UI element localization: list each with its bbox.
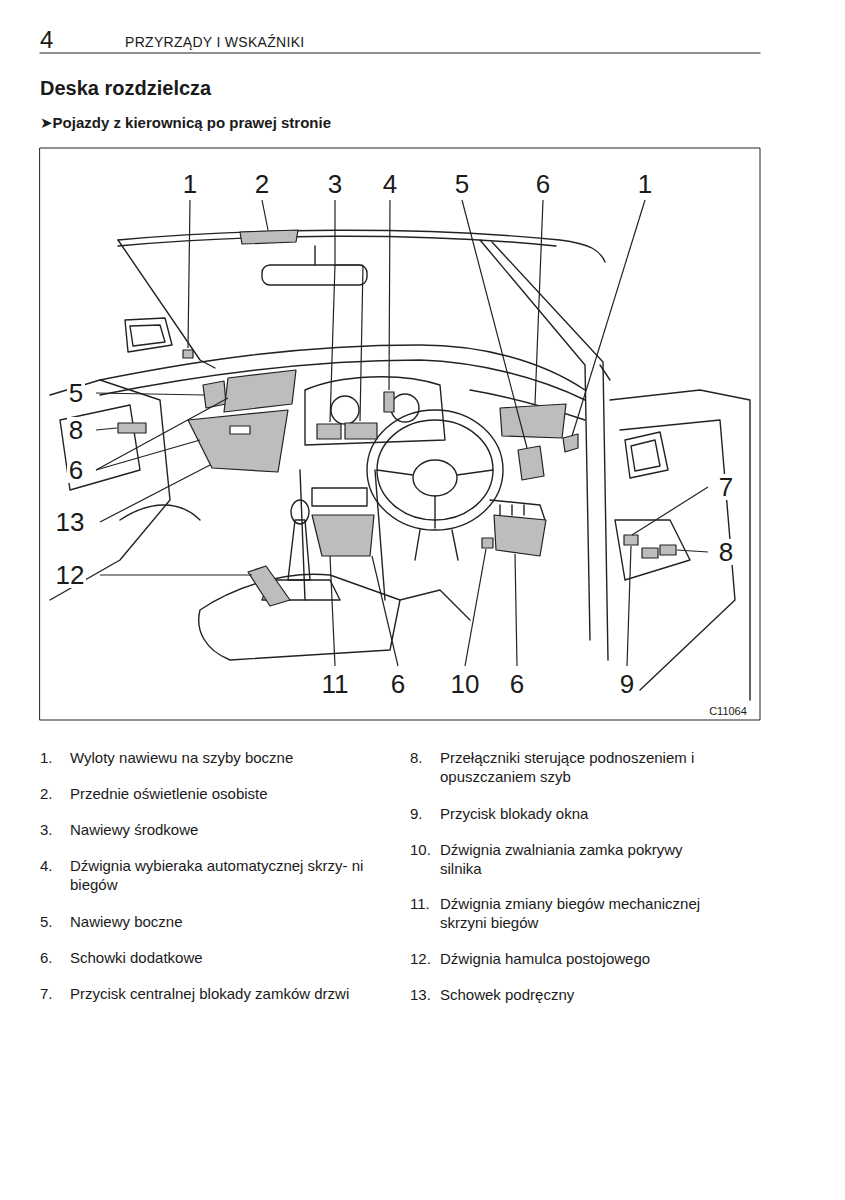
callout-number: 1 [636,171,654,197]
figure-code: C11064 [709,705,747,718]
callout-number: 6 [534,171,552,197]
list-number: 8. [410,749,423,767]
list-number: 10. [410,841,431,859]
callout-number: 2 [253,171,271,197]
callout-number: 5 [453,171,471,197]
callout-number: 10 [449,671,482,697]
callout-number: 6 [67,457,85,483]
list-item: Przełączniki sterujące podnoszeniem i op… [440,749,720,787]
list-number: 5. [40,913,53,931]
list-item: Dźwignia hamulca postojowego [440,950,740,969]
callout-number: 11 [320,671,351,697]
callout-number: 12 [54,562,87,588]
list-number: 1. [40,749,53,767]
list-item: Wyloty nawiewu na szyby boczne [70,749,400,768]
list-item: Przednie oświetlenie osobiste [70,785,400,804]
callout-number: 5 [67,380,85,406]
list-item: Nawiewy boczne [70,913,400,932]
callout-number: 6 [508,671,526,697]
list-number: 12. [410,950,431,968]
list-number: 3. [40,821,53,839]
list-item: Schowki dodatkowe [70,949,400,968]
list-number: 4. [40,857,53,875]
list-item: Schowek podręczny [440,986,740,1005]
callout-number: 3 [326,171,344,197]
callout-number: 8 [67,417,85,443]
callout-number: 4 [381,171,399,197]
list-number: 7. [40,985,53,1003]
list-number: 11. [410,895,430,913]
list-number: 9. [410,805,423,823]
list-item: Przycisk centralnej blokady zamków drzwi [70,985,410,1004]
callout-number: 13 [54,509,87,535]
page-title: Deska rozdzielcza [40,76,211,100]
list-item: Dźwignia wybieraka automatycznej skrzy- … [70,857,370,895]
callout-number: 8 [717,539,735,565]
subheading: ➤Pojazdy z kierownicą po prawej stronie [40,114,331,132]
list-item: Nawiewy środkowe [70,821,400,840]
callout-number: 1 [181,171,199,197]
callout-number: 9 [618,671,636,697]
section-header: PRZYRZĄDY I WSKAŹNIKI [125,34,305,51]
callout-number: 6 [389,671,407,697]
list-item: Dźwignia zmiany biegów mechanicznej skrz… [440,895,725,933]
list-number: 2. [40,785,53,803]
list-item: Przycisk blokady okna [440,805,740,824]
list-number: 6. [40,949,53,967]
page-number: 4 [40,26,53,55]
list-number: 13. [410,986,431,1004]
callout-number: 7 [717,474,735,500]
list-item: Dźwignia zwalniania zamka pokrywy silnik… [440,841,705,879]
